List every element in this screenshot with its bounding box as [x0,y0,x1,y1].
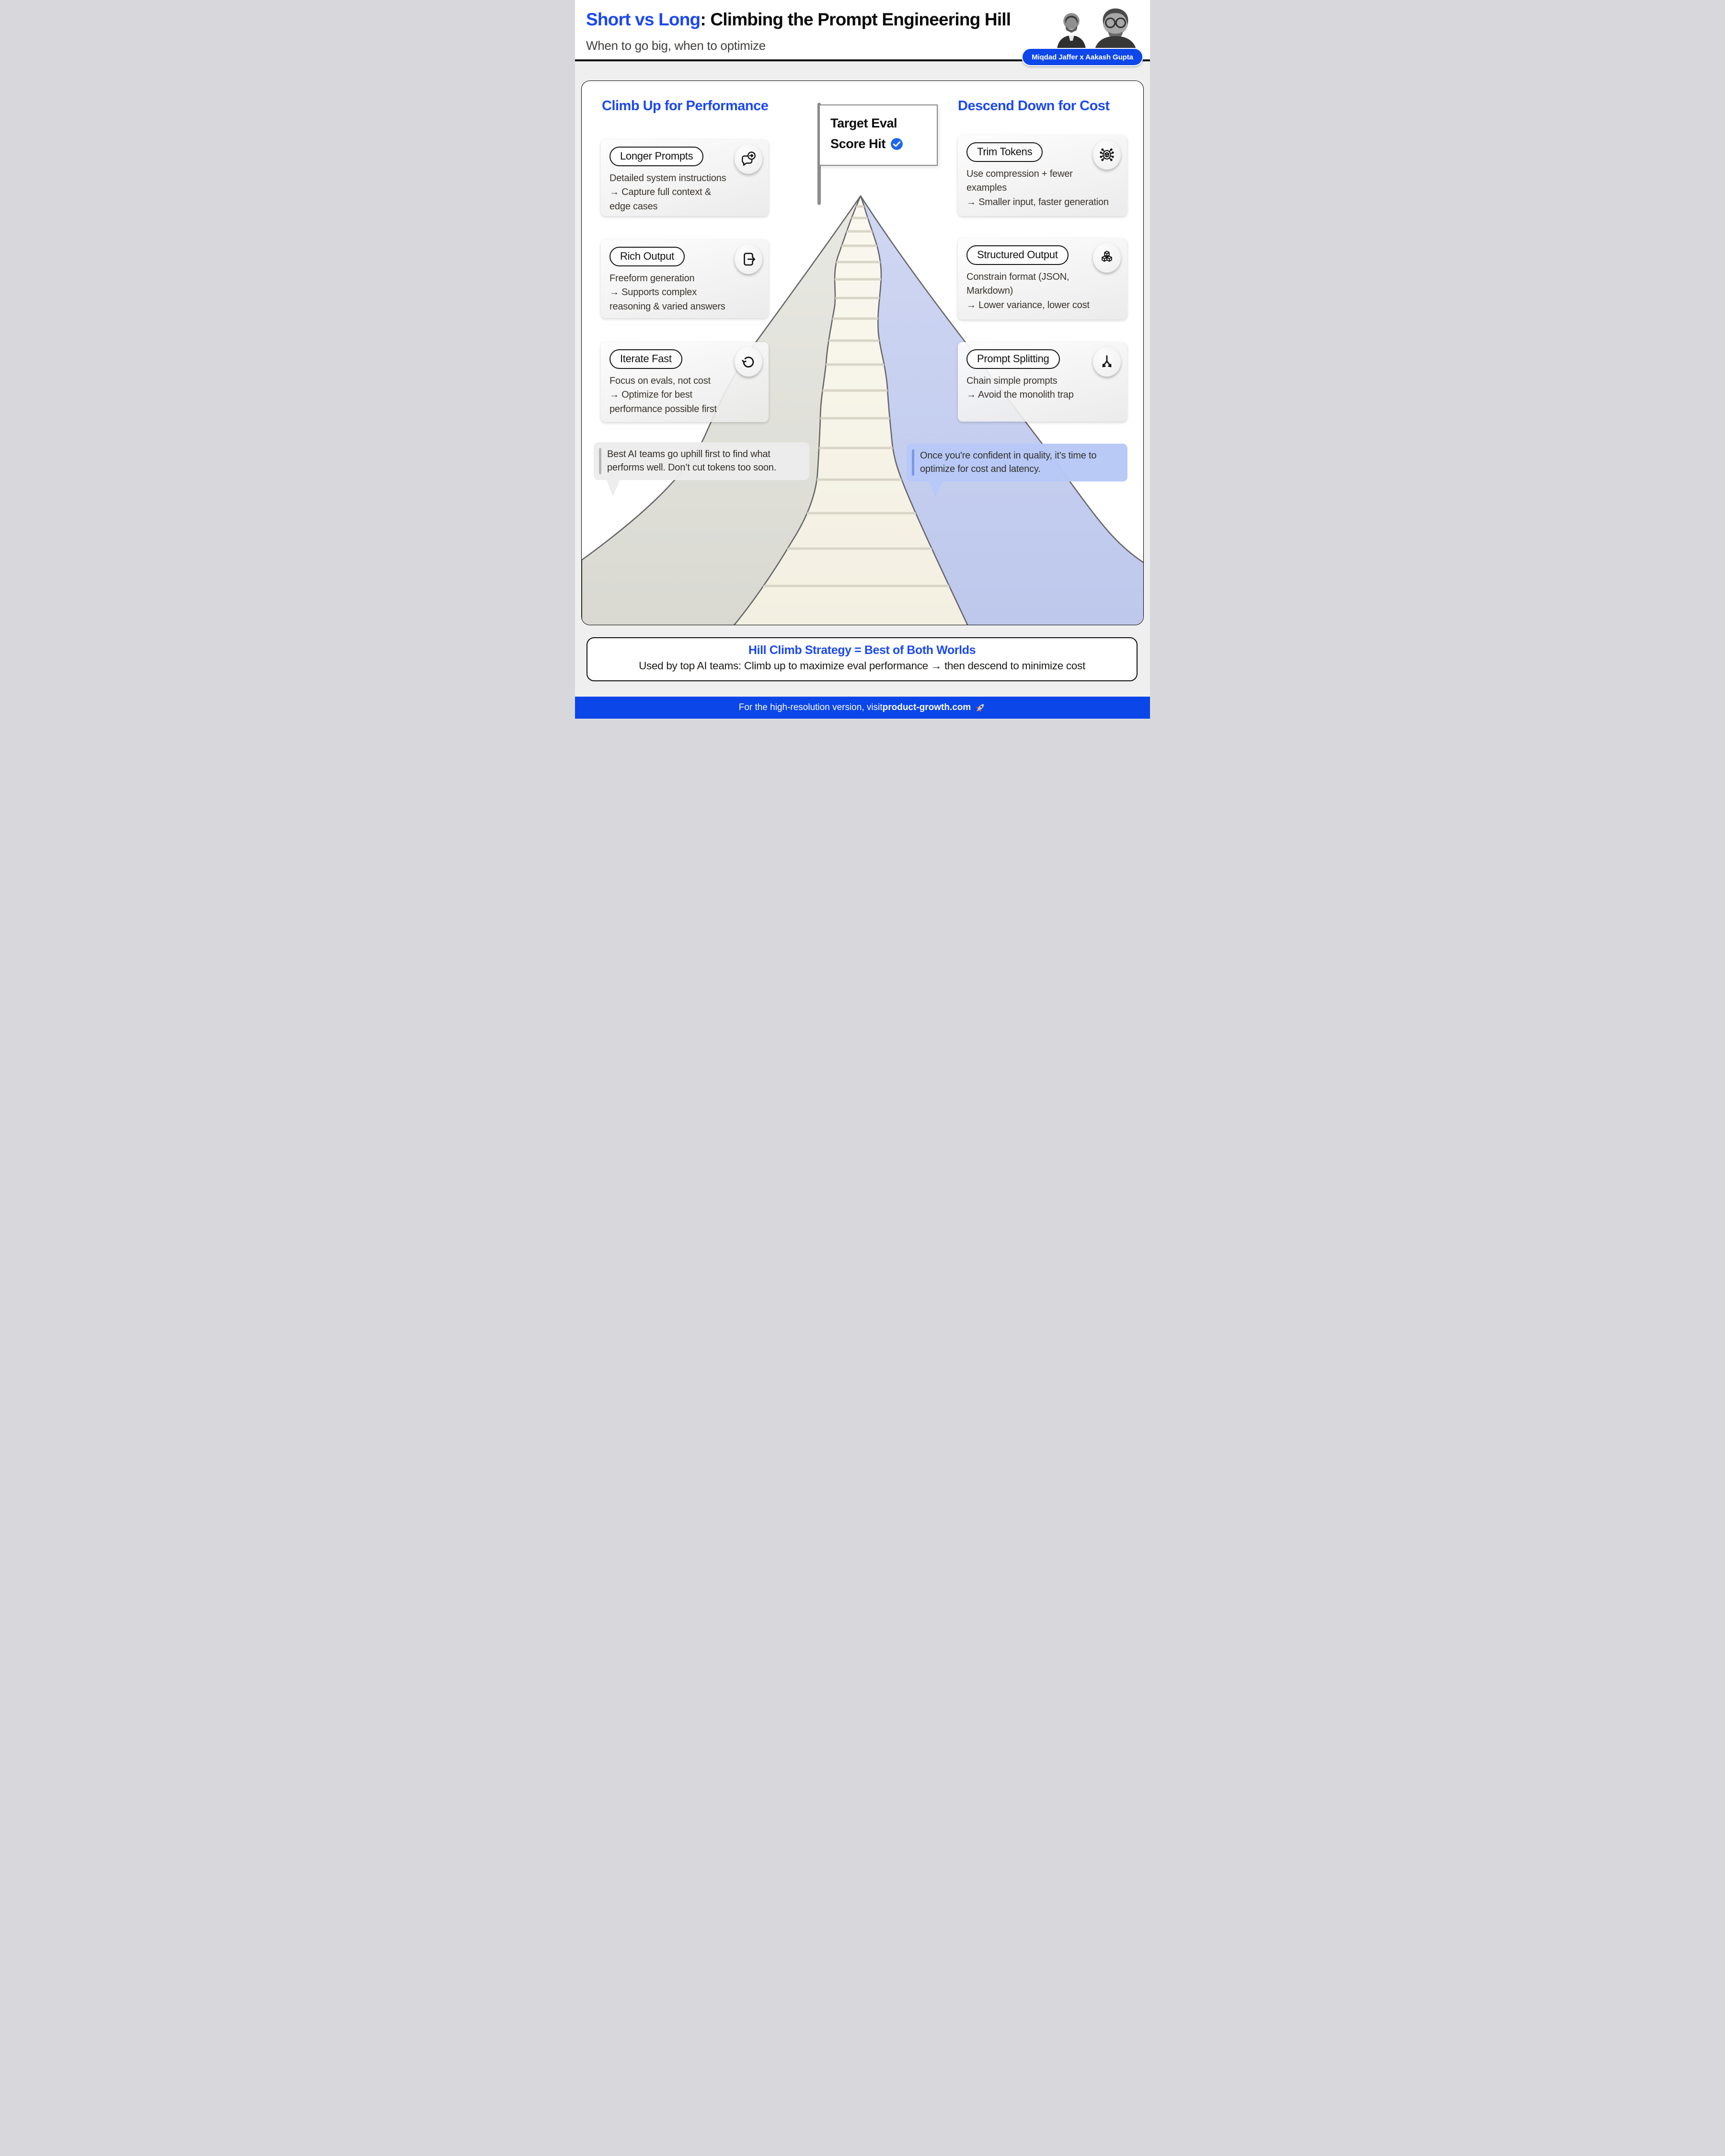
card-body-prompt-splitting: Chain simple prompts → Avoid the monolit… [966,376,1074,401]
check-badge-icon [891,138,903,150]
right-quote-bubble: Once you're confident in quality, it's t… [907,444,1127,498]
card-body-rich-output: Freeform generation → Supports complex r… [610,273,725,312]
card-body-iterate-fast: Focus on evals, not cost → Optimize for … [610,376,717,414]
card-body-structured-output: Constrain format (JSON, Markdown) → Lowe… [966,272,1090,310]
summit-flag: Target Eval Score Hit [819,104,938,166]
strategy-banner: Hill Climb Strategy = Best of Both World… [586,637,1138,681]
rocket-icon [976,704,984,712]
split-arrows-icon [1093,347,1121,377]
card-body-trim-tokens: Use compression + fewer examples → Small… [966,169,1109,207]
header-divider [575,59,1150,61]
person-photo-icon [1088,4,1143,50]
banner-title: Hill Climb Strategy = Best of Both World… [748,643,976,657]
footer-link[interactable]: product-growth.com [882,702,971,712]
page-title: Short vs Long: Climbing the Prompt Engin… [586,10,1011,30]
card-rich-output: Rich Output Freeform generation → Suppor… [601,240,769,318]
flag-text-line1: Target Eval [830,116,897,130]
card-pill-structured-output: Structured Output [966,245,1069,265]
card-iterate-fast: Iterate Fast Focus on evals, not cost → … [601,342,769,422]
card-pill-rich-output: Rich Output [610,247,685,266]
left-section-heading: Climb Up for Performance [602,98,769,114]
stacked-cubes-icon [1093,243,1121,273]
avatar-aakash-gupta [1088,4,1143,50]
person-photo-icon [1053,8,1090,49]
card-pill-trim-tokens: Trim Tokens [966,142,1043,162]
flag-text-line2: Score Hit [830,134,937,154]
card-trim-tokens: Trim Tokens Use compression + fewer exam… [958,135,1127,216]
page-subtitle: When to go big, when to optimize [586,38,766,53]
compression-chip-icon [1093,140,1121,170]
page-title-accent: Short vs Long [586,10,701,29]
card-pill-iterate-fast: Iterate Fast [610,349,682,369]
card-pill-prompt-splitting: Prompt Splitting [966,349,1060,369]
page-title-rest: : Climbing the Prompt Engineering Hill [700,10,1011,29]
flag-text-line2-label: Score Hit [830,137,886,151]
banner-subtitle: Used by top AI teams: Climb up to maximi… [639,660,1085,672]
refresh-icon [735,347,762,377]
left-quote-bubble: Best AI teams go uphill first to find wh… [594,442,809,496]
right-section-heading: Descend Down for Cost [958,98,1110,114]
hill-diagram-panel: Climb Up for Performance Descend Down fo… [581,80,1144,625]
footer-text: For the high-resolution version, visit [738,702,883,712]
trail-shape [733,195,968,625]
card-body-longer-prompts: Detailed system instructions → Capture f… [610,173,726,212]
footer-bar: For the high-resolution version, visit p… [575,697,1150,719]
card-pill-longer-prompts: Longer Prompts [610,147,704,166]
speech-bubble-arrow-icon [735,144,762,174]
card-longer-prompts: Longer Prompts Detailed system instructi… [601,139,769,216]
avatar-miqdad-jaffer [1053,8,1090,49]
card-prompt-splitting: Prompt Splitting Chain simple prompts → … [958,342,1127,422]
infographic-page: Short vs Long: Climbing the Prompt Engin… [575,0,1150,719]
authors-block: Miqdad Jaffer x Aakash Gupta [1022,0,1146,67]
export-document-icon [735,244,762,274]
authors-badge: Miqdad Jaffer x Aakash Gupta [1022,48,1143,66]
card-structured-output: Structured Output Constrain format (JSON… [958,238,1127,320]
